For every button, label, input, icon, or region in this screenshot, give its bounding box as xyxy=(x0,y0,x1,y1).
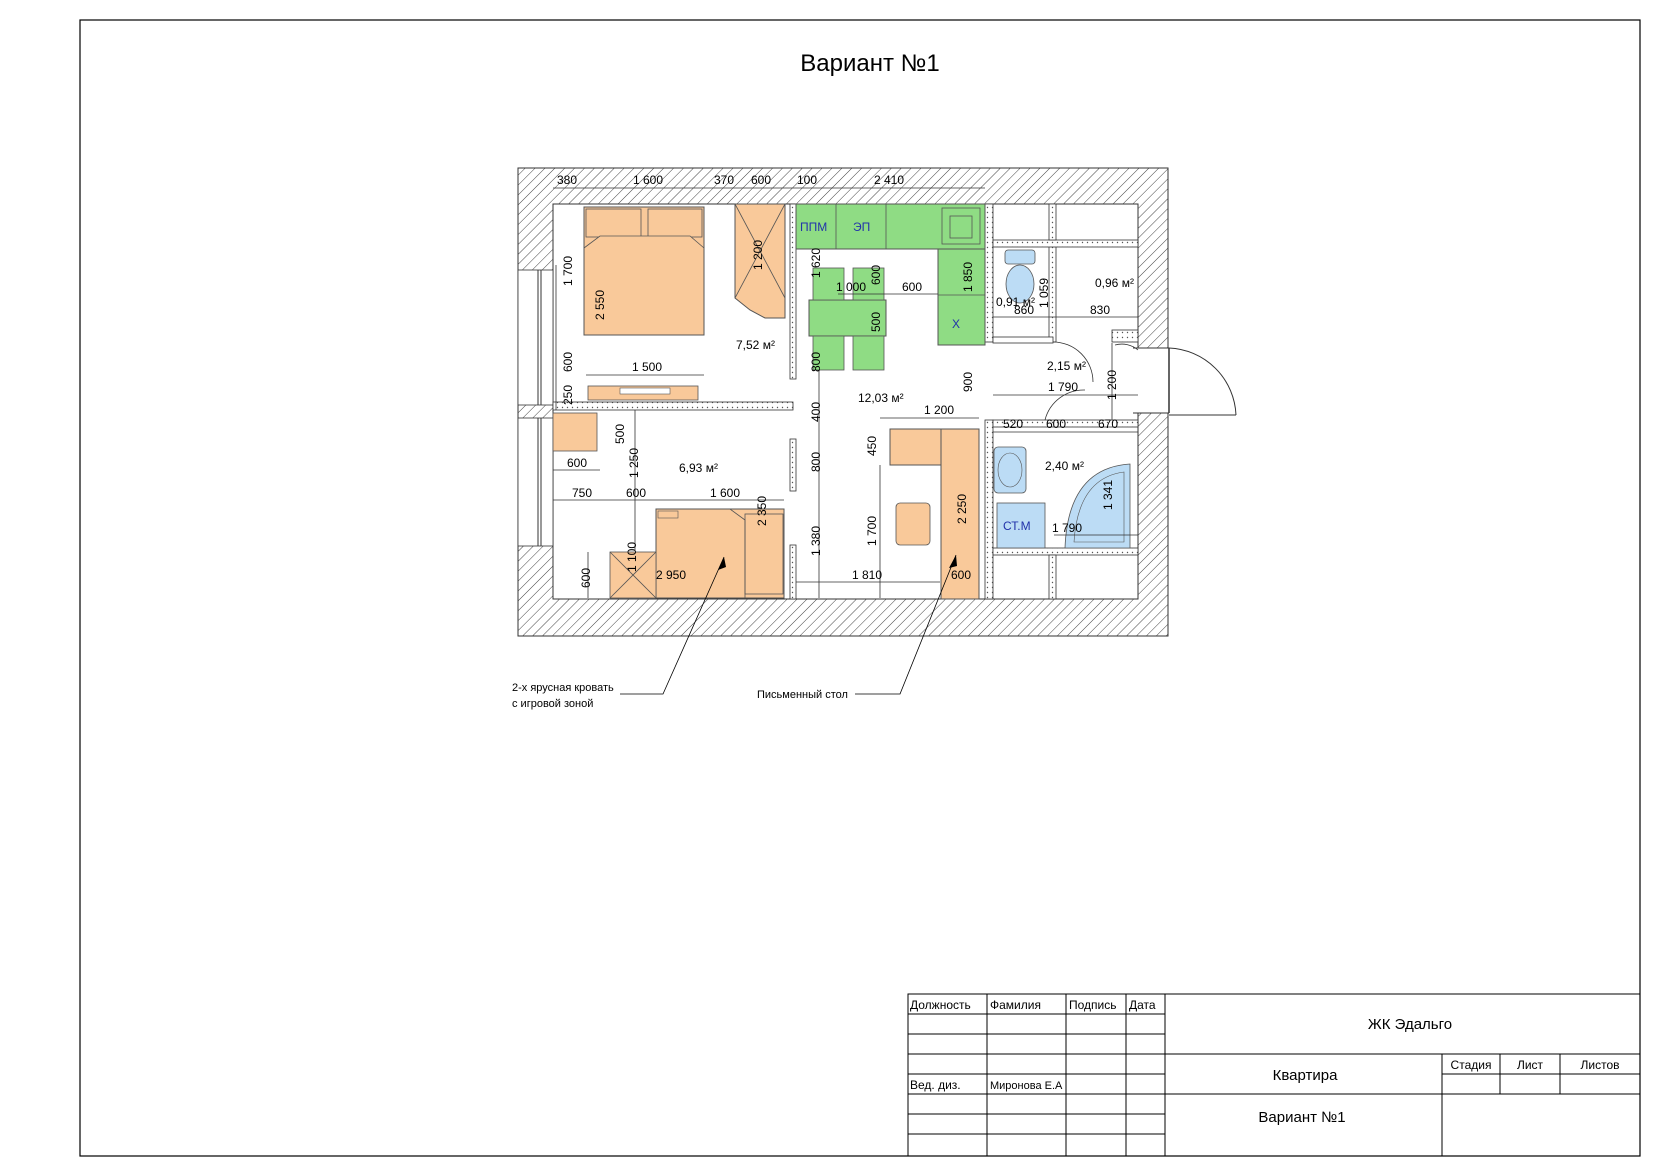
tb-col-position: Должность xyxy=(910,998,971,1012)
dim-1600-kids: 1 600 xyxy=(710,486,740,500)
area-bath: 2,40 м² xyxy=(1045,459,1084,473)
dim-1200-hall: 1 200 xyxy=(1105,370,1119,400)
ep-label: ЭП xyxy=(853,220,870,234)
dim-600-kids-b: 600 xyxy=(626,486,646,500)
double-bed xyxy=(583,206,705,336)
dim-1620: 1 620 xyxy=(809,248,823,278)
ppm-label: ППМ xyxy=(800,220,827,234)
dim-1700-desk: 1 700 xyxy=(865,516,879,546)
interior-partitions xyxy=(552,203,1139,600)
sheet-frame xyxy=(79,19,1641,1157)
callout-desk: Письменный стол xyxy=(757,689,848,701)
area-kids: 6,93 м² xyxy=(679,461,718,475)
toilet xyxy=(1004,249,1036,304)
fridge-label: Х xyxy=(952,317,960,331)
dim-1341: 1 341 xyxy=(1101,480,1115,510)
dim-top-1600: 1 600 xyxy=(633,173,663,187)
dim-500-chair: 500 xyxy=(869,312,883,332)
dim-600-bottom-left: 600 xyxy=(579,568,593,588)
dim-600-kitchen: 600 xyxy=(902,280,922,294)
dim-1500: 1 500 xyxy=(632,360,662,374)
tb-row-position: Вед. диз. xyxy=(910,1078,961,1092)
tb-row-surname: Миронова Е.А xyxy=(990,1080,1063,1092)
dim-600-kids: 600 xyxy=(567,456,587,470)
tb-variant: Вариант №1 xyxy=(1258,1109,1345,1126)
dim-750: 750 xyxy=(572,486,592,500)
tb-sheets: Листов xyxy=(1581,1058,1620,1072)
area-storage: 0,96 м² xyxy=(1095,276,1134,290)
callout-lines xyxy=(620,554,957,695)
bunk-bed xyxy=(655,508,785,599)
dim-1790-bath: 1 790 xyxy=(1052,521,1082,535)
dim-250: 250 xyxy=(561,385,575,405)
dim-500-kids: 500 xyxy=(613,424,627,444)
dim-800-wall: 800 xyxy=(809,452,823,472)
dim-2550: 2 550 xyxy=(593,290,607,320)
dim-top-100: 100 xyxy=(797,173,817,187)
tb-project: ЖК Эдальго xyxy=(1368,1016,1452,1033)
dim-top-2410: 2 410 xyxy=(874,173,904,187)
dim-1059: 1 059 xyxy=(1037,278,1051,308)
tb-col-surname: Фамилия xyxy=(990,998,1041,1012)
dim-400: 400 xyxy=(809,402,823,422)
dim-1200-wardrobe: 1 200 xyxy=(751,240,765,270)
dim-800-chair: 800 xyxy=(809,352,823,372)
dim-1810: 1 810 xyxy=(852,568,882,582)
dim-top-380: 380 xyxy=(557,173,577,187)
dim-1380: 1 380 xyxy=(809,526,823,556)
dim-450: 450 xyxy=(865,436,879,456)
dim-1700: 1 700 xyxy=(561,256,575,286)
bedroom-wardrobe xyxy=(734,203,786,319)
kitchen-counter xyxy=(795,203,986,346)
corner-bathtub xyxy=(1064,463,1131,549)
play-zone xyxy=(609,551,657,599)
dim-top-370: 370 xyxy=(714,173,734,187)
dim-2950: 2 950 xyxy=(656,568,686,582)
dim-600-chair: 600 xyxy=(869,265,883,285)
dim-600-left: 600 xyxy=(561,352,575,372)
interior-doors xyxy=(1044,341,1139,421)
dining-table xyxy=(808,267,887,371)
dim-600-desk: 600 xyxy=(951,568,971,582)
area-hall: 2,15 м² xyxy=(1047,359,1086,373)
dim-520: 520 xyxy=(1003,417,1023,431)
tb-col-date: Дата xyxy=(1129,998,1156,1012)
dim-1000: 1 000 xyxy=(836,280,866,294)
dimension-lines xyxy=(553,187,1138,598)
dim-1850: 1 850 xyxy=(961,262,975,292)
washer-label: СТ.М xyxy=(1003,519,1031,533)
dim-1100: 1 100 xyxy=(625,542,639,572)
callout-bunk-bed-line1: 2-х ярусная кровать xyxy=(512,682,614,694)
callout-bunk-bed-line2: с игровой зоной xyxy=(512,698,593,710)
washing-machine xyxy=(996,502,1046,549)
dim-900: 900 xyxy=(961,372,975,392)
tb-object: Квартира xyxy=(1273,1067,1338,1084)
writing-desk xyxy=(889,428,980,600)
callout-arrows xyxy=(718,555,957,570)
dim-600-bath: 600 xyxy=(1046,417,1066,431)
entry-door xyxy=(1168,347,1237,416)
sink xyxy=(993,446,1027,494)
dim-1250: 1 250 xyxy=(627,448,641,478)
tb-sheet: Лист xyxy=(1517,1058,1544,1072)
kids-cabinet xyxy=(552,412,598,452)
dim-1200-desk: 1 200 xyxy=(924,403,954,417)
tb-col-signature: Подпись xyxy=(1069,998,1117,1012)
dim-830: 830 xyxy=(1090,303,1110,317)
tb-stage: Стадия xyxy=(1451,1058,1492,1072)
area-wc: 0,91 м² xyxy=(996,295,1035,309)
bedroom-console-inner xyxy=(619,387,671,395)
title-block xyxy=(907,993,1641,1157)
dim-2350: 2 350 xyxy=(755,496,769,526)
dim-670: 670 xyxy=(1098,417,1118,431)
dim-1790-hall: 1 790 xyxy=(1048,380,1078,394)
area-bedroom: 7,52 м² xyxy=(736,338,775,352)
page-title: Вариант №1 xyxy=(800,50,939,77)
dim-top-600: 600 xyxy=(751,173,771,187)
area-kitchen: 12,03 м² xyxy=(858,391,904,405)
dim-2250: 2 250 xyxy=(955,494,969,524)
dim-860: 860 xyxy=(1014,303,1034,317)
